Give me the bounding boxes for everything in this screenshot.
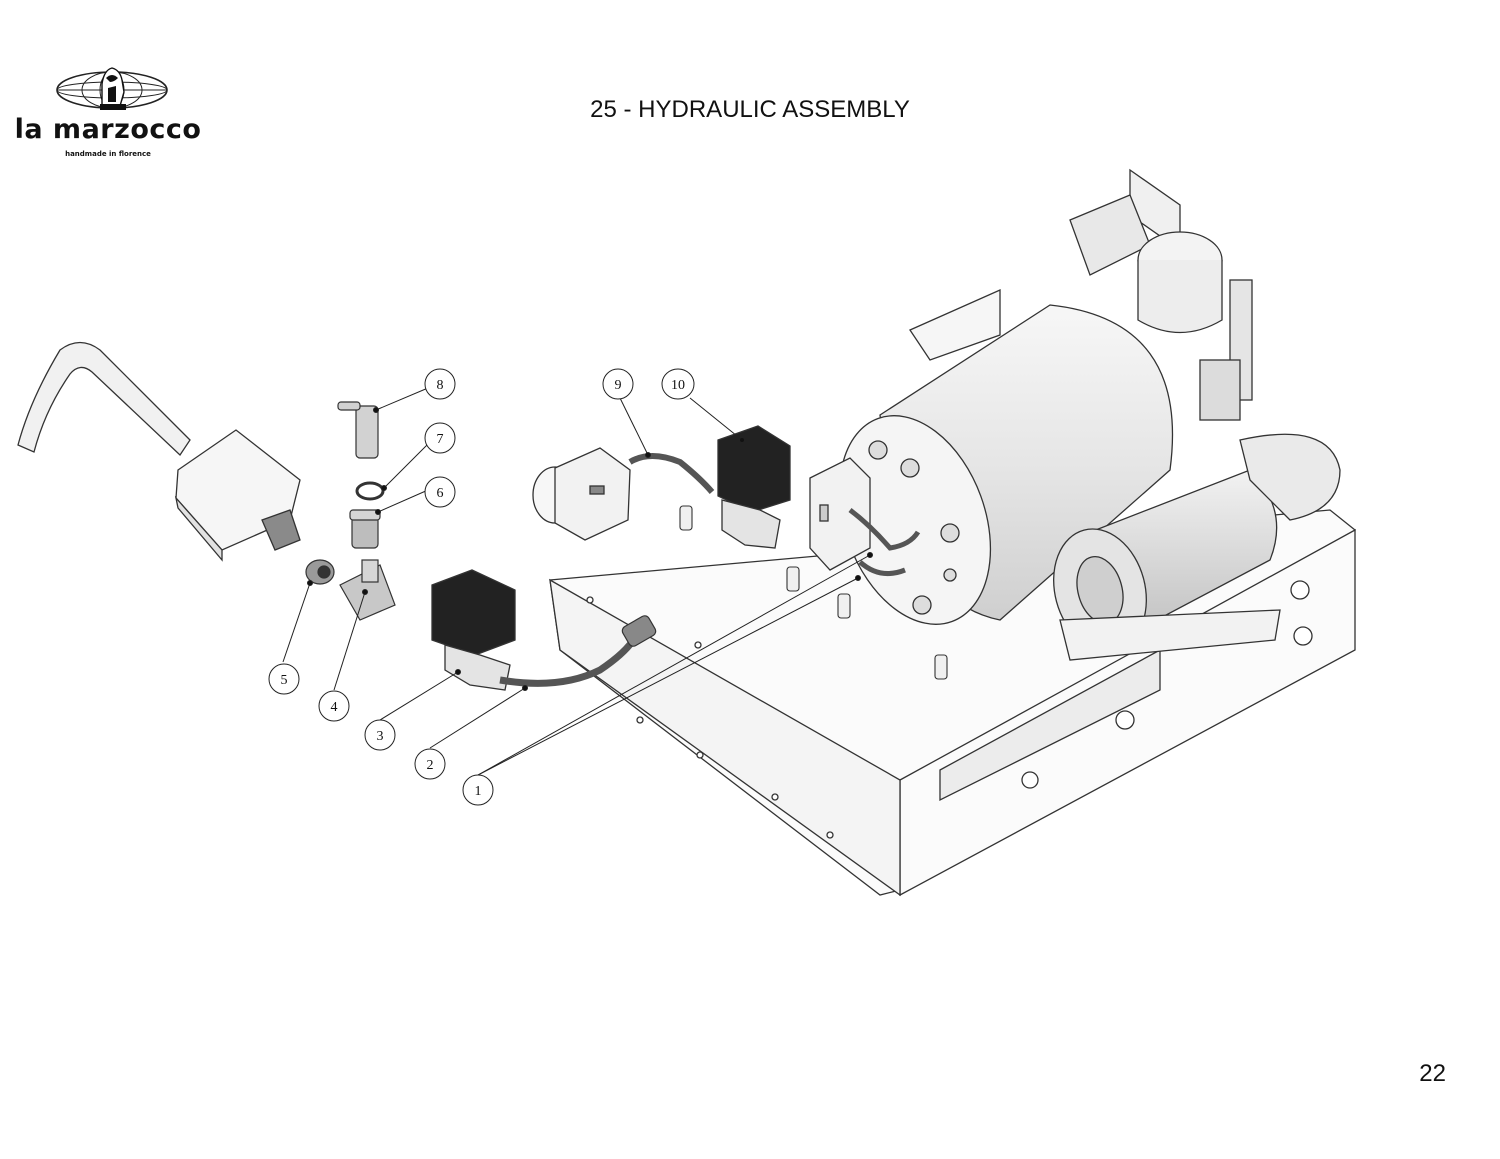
svg-text:1: 1 <box>475 784 482 799</box>
boiler-tank <box>838 288 1174 625</box>
callout-1: 1 <box>462 774 494 806</box>
svg-text:3: 3 <box>377 729 384 744</box>
brand-name: la marzocco <box>14 114 202 145</box>
page-title: 25 - HYDRAULIC ASSEMBLY <box>590 96 910 123</box>
part-1-pipe <box>848 508 921 551</box>
svg-text:5: 5 <box>281 673 288 688</box>
callout-7: 7 <box>424 422 456 454</box>
callout-10: 10 <box>661 368 695 400</box>
svg-text:6: 6 <box>437 486 444 501</box>
part-9-pipe <box>628 453 715 494</box>
svg-text:7: 7 <box>437 432 444 447</box>
callout-8: 8 <box>424 368 456 400</box>
svg-text:10: 10 <box>671 378 685 393</box>
callout-2: 2 <box>414 748 446 780</box>
page-number: 22 <box>1419 1060 1446 1087</box>
svg-text:4: 4 <box>331 700 338 715</box>
brand-logo: la marzocco handmade in florence <box>12 62 204 162</box>
callout-5: 5 <box>268 663 300 695</box>
svg-text:9: 9 <box>615 378 622 393</box>
part-4-tee-fitting <box>339 559 396 621</box>
globe-lion-icon <box>56 67 168 110</box>
part-1-pipe-lower <box>858 560 906 577</box>
svg-text:8: 8 <box>437 378 444 393</box>
part-3-solenoid-valve <box>431 569 516 691</box>
part-6-fitting <box>349 509 381 549</box>
part-2-pipe-nut <box>621 615 657 647</box>
part-7-washer <box>355 481 385 501</box>
callout-9: 9 <box>602 368 634 400</box>
pump-motor <box>1053 433 1341 661</box>
svg-text:2: 2 <box>427 758 434 773</box>
group-valve-block <box>809 457 871 571</box>
pressurestat-assembly <box>1069 168 1253 421</box>
brand-tagline: handmade in florence <box>65 150 151 158</box>
callout-6: 6 <box>424 476 456 508</box>
part-10-solenoid-valve <box>717 425 791 549</box>
part-8-fitting <box>337 401 379 459</box>
flowmeter <box>532 447 631 541</box>
leader-lines <box>282 387 873 776</box>
steam-wand <box>17 341 301 562</box>
callout-3: 3 <box>364 719 396 751</box>
standoff-pins <box>679 505 948 680</box>
callout-4: 4 <box>318 690 350 722</box>
hydraulic-assembly-drawing: 1 2 3 4 5 6 7 8 9 10 <box>17 168 1357 897</box>
part-5-nut <box>305 559 335 585</box>
